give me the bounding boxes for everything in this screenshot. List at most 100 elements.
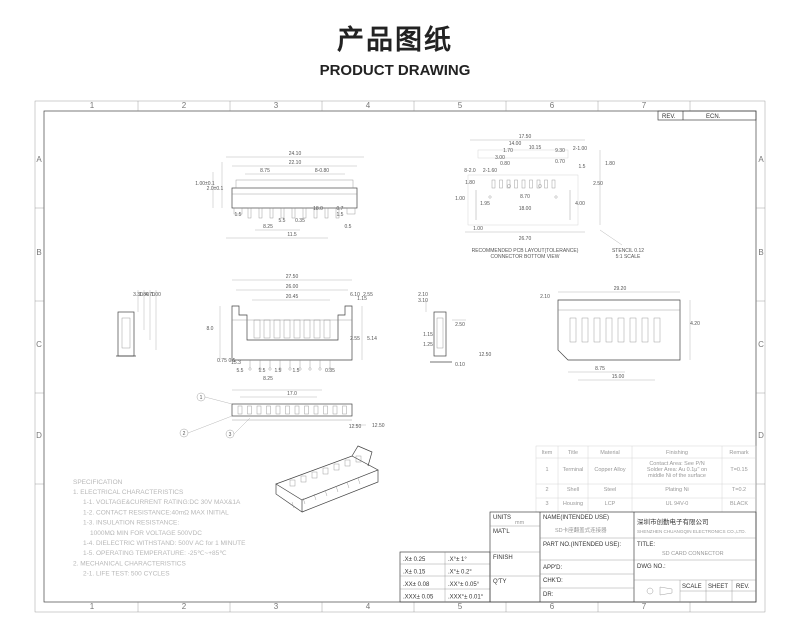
zone-row-left: C (36, 340, 42, 349)
top-view-tab (346, 207, 356, 215)
zone-col-bottom: 6 (550, 602, 555, 611)
bottom-view-tooth (247, 405, 252, 415)
tolerance-angular: .XX°± 0.05° (448, 582, 480, 588)
materials-header: Remark (729, 450, 749, 456)
front-view-pin (328, 367, 332, 371)
side-view-dim: 1.15 (423, 332, 433, 338)
tolerance-angular: .X°± 0.2° (448, 570, 472, 576)
appd-label: APP'D: (543, 565, 562, 571)
zone-col-bottom: 5 (458, 602, 463, 611)
right-view-slot (569, 317, 577, 343)
zone-col-top: 6 (550, 101, 555, 110)
front-view-slot (293, 319, 301, 339)
top-view-dim: 1.5 (337, 212, 344, 218)
pcb-dim: 14.00 (509, 141, 522, 147)
pcb-dim: 4.00 (575, 201, 585, 207)
materials-cell: UL 94V-0 (666, 501, 689, 507)
materials-cell: BLACK (730, 501, 748, 507)
zone-col-bottom: 3 (274, 602, 279, 611)
front-view-dim: 8.0 (207, 326, 214, 332)
side-view-dim: 2.50 (455, 322, 465, 328)
top-view-dim: 22.10 (289, 160, 302, 166)
bottom-view-tooth (294, 405, 300, 415)
spec-line: 1-5. OPERATING TEMPERATURE: -25℃~+85℃ (83, 550, 227, 557)
zone-row-right: C (758, 340, 764, 349)
zone-col-top: 3 (274, 101, 279, 110)
bottom-view-tooth (304, 405, 309, 415)
spec-line: 1. ELECTRICAL CHARACTERISTICS (73, 489, 184, 496)
materials-header: Item (542, 450, 553, 456)
zone-row-right: D (758, 431, 764, 440)
front-view-pin (308, 367, 312, 371)
top-view-pin (324, 207, 329, 219)
pcb-pad (521, 179, 526, 189)
top-view-dim: 18.0 (313, 206, 323, 212)
top-view-pin (302, 207, 307, 219)
iso-slot (322, 467, 329, 475)
pcb-dim: 0.80 (500, 161, 510, 167)
front-view-dim: 0.75 (217, 358, 227, 364)
dr-label: DR: (543, 592, 554, 598)
matl-label: MAT'L (493, 529, 510, 535)
bottom-view-tooth (323, 405, 328, 415)
materials-header: Finishing (666, 450, 688, 456)
pcb-dim: 2-1.60 (483, 168, 497, 174)
iso-slot (289, 479, 296, 487)
pcb-dim: 26.70 (519, 236, 532, 242)
pcb-dim: 1.80 (605, 161, 615, 167)
svg-text:2: 2 (183, 431, 186, 437)
spec-line: 1-3. INSULATION RESISTANCE: (83, 520, 179, 527)
top-view-pin (291, 207, 296, 219)
pcb-layout-view: RECOMMENDED PCB LAYOUT(TOLERANCE) CONNEC… (455, 134, 644, 260)
title-value: SD CARD CONNECTOR (662, 551, 724, 557)
title-label: TITLE: (637, 542, 655, 548)
zone-row-left: A (36, 155, 42, 164)
top-view-dim: 0.5 (345, 224, 352, 230)
front-view-slot (313, 319, 321, 339)
materials-cell: Housing (563, 501, 583, 507)
zone-col-top: 2 (182, 101, 187, 110)
front-view-pin (268, 367, 272, 371)
materials-cell: Contact Area: See P/N (649, 461, 704, 467)
bottom-view-tooth (313, 405, 319, 415)
spec-line: 2-1. LIFE TEST: 500 CYCLES (83, 571, 170, 578)
right-view-slot (605, 317, 613, 343)
front-view-pin (248, 367, 252, 371)
materials-cell: Terminal (563, 467, 584, 473)
front-view-dim: 0.5 (229, 358, 236, 364)
materials-cell: T=0.15 (730, 467, 747, 473)
top-view-dim: 8-0.80 (315, 168, 329, 174)
units-value: mm (515, 520, 525, 526)
bottom-view-tooth (342, 405, 347, 415)
bottom-view-tooth (275, 405, 281, 415)
side-view-dim: 3.10 (418, 298, 428, 304)
pcb-dim: 1.70 (503, 148, 513, 154)
company-en: SHENZHEN CHUANGQIN ELECTRONICS CO.,LTD. (637, 529, 746, 534)
chkd-label: CHK'D: (543, 578, 563, 584)
zone-row-left: B (36, 248, 41, 257)
materials-cell: T=0.2 (732, 487, 746, 493)
top-view-dim: 11.5 (287, 232, 297, 238)
front-view-dim: 0.35 (325, 368, 335, 374)
tolerance-angular: .XXX°± 0.01° (448, 595, 484, 601)
materials-cell: 2 (545, 487, 548, 493)
front-view-pin (278, 367, 282, 371)
pcb-dim: 0.70 (555, 159, 565, 165)
left-view-dim: 4.70 (145, 292, 155, 298)
front-view-dim: 2.55 (363, 292, 373, 298)
right-view-dim: 4.20 (690, 321, 700, 327)
tolerance-linear: .X± 0.15 (403, 570, 426, 576)
front-view-pin (288, 367, 292, 371)
side-view-dim: 0.10 (455, 362, 465, 368)
pcb-pad (529, 179, 533, 189)
bottom-view-tooth (256, 405, 262, 415)
isometric-view (275, 445, 379, 513)
zone-col-bottom: 4 (366, 602, 371, 611)
svg-text:3: 3 (229, 432, 232, 438)
top-view-dim: 1.5 (235, 212, 242, 218)
pcb-pad (544, 179, 548, 189)
top-view-dim: 1.00±0.1 (195, 181, 215, 187)
